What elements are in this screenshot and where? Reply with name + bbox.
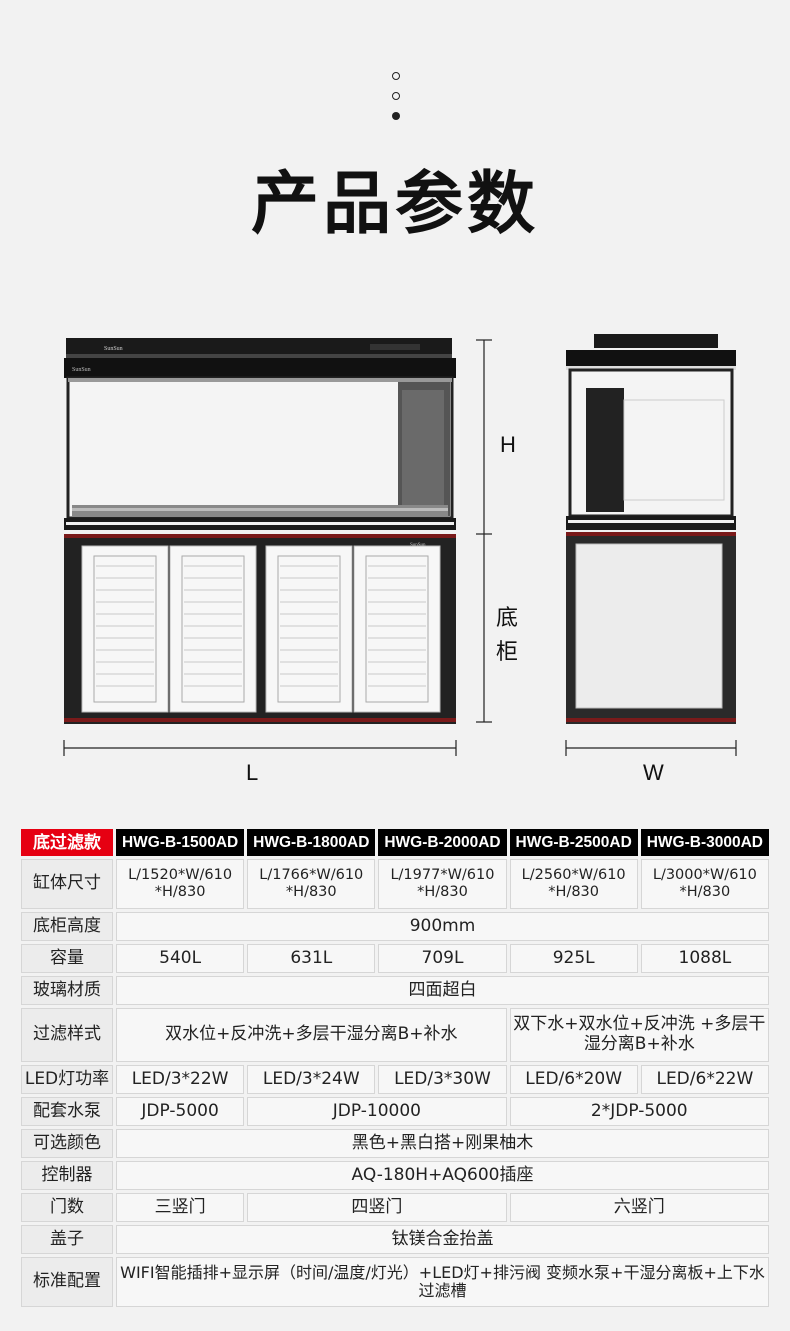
cabinet-label: 底 柜: [496, 606, 519, 666]
cabinet-height-cell: 900mm: [116, 912, 769, 941]
capacity-cell: 925L: [509, 944, 638, 973]
length-dimension-line: [63, 740, 457, 756]
row-label: LED灯功率: [21, 1065, 113, 1094]
doors-cell: 三竖门: [116, 1193, 245, 1222]
model-name: HWG-B-3000AD: [640, 829, 769, 856]
length-label: L: [246, 760, 259, 785]
capacity-cell: 631L: [247, 944, 376, 973]
brand-logo: SunSun: [104, 346, 123, 352]
row-label: 过滤样式: [21, 1008, 113, 1062]
model-name: HWG-B-2500AD: [509, 829, 638, 856]
height-dimension-line: [476, 339, 492, 723]
table-header-row: 底过滤款 HWG-B-1500AD HWG-B-1800AD HWG-B-200…: [21, 829, 769, 856]
dot-icon: [392, 112, 400, 120]
table-row: 缸体尺寸 L/1520*W/610 *H/830 L/1766*W/610 *H…: [21, 859, 769, 909]
aquarium-illustration: SunSun SunSun SunSun: [63, 334, 737, 756]
table-row: 玻璃材质 四面超白: [21, 976, 769, 1005]
tank-size-cell: L/3000*W/610 *H/830: [640, 859, 769, 909]
model-name: HWG-B-1800AD: [247, 829, 376, 856]
standard-config-cell: WIFI智能插排+显示屏（时间/温度/灯光）+LED灯+排污阀 变频水泵+干湿分…: [116, 1257, 769, 1307]
cabinet-doors: [81, 545, 441, 713]
table-row: 门数 三竖门 四竖门 六竖门: [21, 1193, 769, 1222]
cover-cell: 钛镁合金抬盖: [116, 1225, 769, 1254]
table-row: 标准配置 WIFI智能插排+显示屏（时间/温度/灯光）+LED灯+排污阀 变频水…: [21, 1257, 769, 1307]
table-row: 容量 540L 631L 709L 925L 1088L: [21, 944, 769, 973]
table-row: LED灯功率 LED/3*22W LED/3*24W LED/3*30W LED…: [21, 1065, 769, 1094]
tank-size-cell: L/1520*W/610 *H/830: [116, 859, 245, 909]
capacity-cell: 1088L: [640, 944, 769, 973]
height-label: H: [500, 432, 516, 457]
row-label: 可选颜色: [21, 1129, 113, 1158]
page-title: 产品参数: [250, 165, 539, 244]
table-row: 过滤样式 双水位+反冲洗+多层干湿分离B+补水 双下水+双水位+反冲洗 +多层干…: [21, 1008, 769, 1062]
doors-cell: 四竖门: [247, 1193, 507, 1222]
row-label: 标准配置: [21, 1257, 113, 1307]
doors-cell: 六竖门: [509, 1193, 769, 1222]
row-label: 玻璃材质: [21, 976, 113, 1005]
row-label: 盖子: [21, 1225, 113, 1254]
spec-table: 底过滤款 HWG-B-1500AD HWG-B-1800AD HWG-B-200…: [18, 826, 772, 1310]
product-diagram: SunSun SunSun SunSun: [0, 320, 790, 790]
led-cell: LED/6*22W: [640, 1065, 769, 1094]
model-name: HWG-B-2000AD: [378, 829, 507, 856]
row-label: 控制器: [21, 1161, 113, 1190]
led-cell: LED/3*22W: [116, 1065, 245, 1094]
row-label: 配套水泵: [21, 1097, 113, 1126]
table-row: 盖子 钛镁合金抬盖: [21, 1225, 769, 1254]
led-cell: LED/3*30W: [378, 1065, 507, 1094]
tank-size-cell: L/1977*W/610 *H/830: [378, 859, 507, 909]
filter-cell: 双水位+反冲洗+多层干湿分离B+补水: [116, 1008, 507, 1062]
pump-cell: JDP-5000: [116, 1097, 245, 1126]
dot-icon: [392, 72, 400, 80]
glass-cell: 四面超白: [116, 976, 769, 1005]
led-cell: LED/6*20W: [509, 1065, 638, 1094]
pump-cell: 2*JDP-5000: [509, 1097, 769, 1126]
model-name: HWG-B-1500AD: [116, 829, 245, 856]
capacity-cell: 540L: [116, 944, 245, 973]
header-label: 底过滤款: [21, 829, 113, 856]
row-label: 缸体尺寸: [21, 859, 113, 909]
led-cell: LED/3*24W: [247, 1065, 376, 1094]
capacity-cell: 709L: [378, 944, 507, 973]
pump-cell: JDP-10000: [247, 1097, 507, 1126]
controller-cell: AQ-180H+AQ600插座: [116, 1161, 769, 1190]
decorative-dots: [390, 72, 402, 132]
tank-size-cell: L/2560*W/610 *H/830: [509, 859, 638, 909]
width-dimension-line: [565, 740, 737, 756]
filter-cell: 双下水+双水位+反冲洗 +多层干湿分离B+补水: [509, 1008, 769, 1062]
table-row: 可选颜色 黑色+黑白搭+刚果柚木: [21, 1129, 769, 1158]
brand-logo: SunSun: [72, 367, 91, 373]
row-label: 门数: [21, 1193, 113, 1222]
width-label: W: [643, 760, 664, 785]
table-row: 底柜高度 900mm: [21, 912, 769, 941]
table-row: 配套水泵 JDP-5000 JDP-10000 2*JDP-5000: [21, 1097, 769, 1126]
row-label: 容量: [21, 944, 113, 973]
color-cell: 黑色+黑白搭+刚果柚木: [116, 1129, 769, 1158]
table-row: 控制器 AQ-180H+AQ600插座: [21, 1161, 769, 1190]
tank-size-cell: L/1766*W/610 *H/830: [247, 859, 376, 909]
dot-icon: [392, 92, 400, 100]
row-label: 底柜高度: [21, 912, 113, 941]
